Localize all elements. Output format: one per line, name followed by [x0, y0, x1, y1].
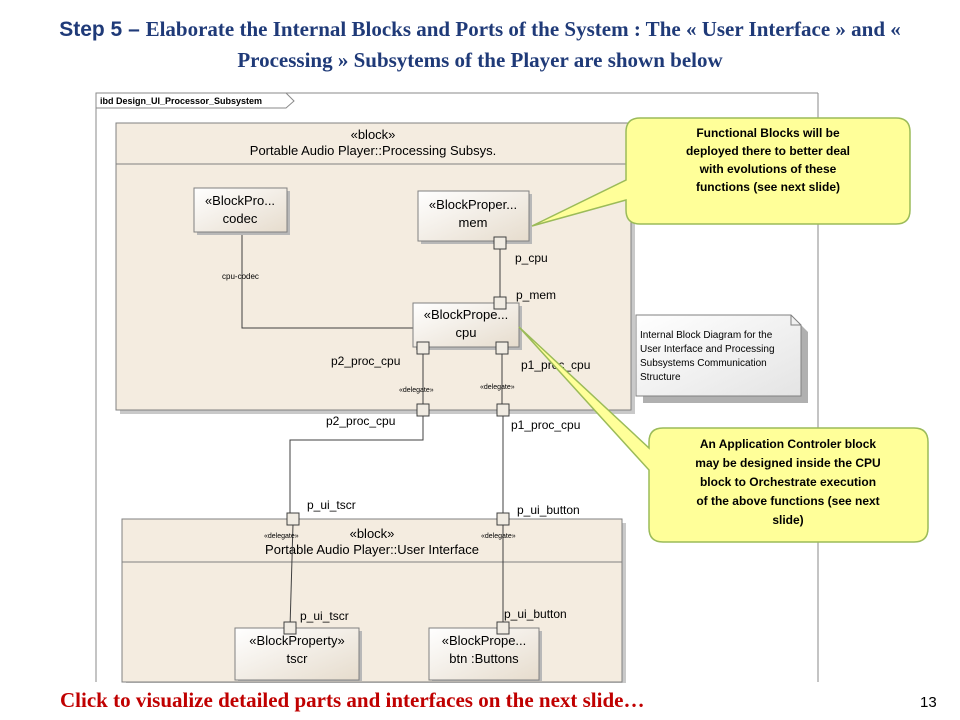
part-codec[interactable]: «BlockPro... codec: [193, 187, 290, 235]
slide-title-rest: Elaborate the Internal Blocks and Ports …: [145, 17, 901, 72]
port-p2-proc-cpu-outer[interactable]: [416, 403, 430, 417]
cpu-name: cpu: [456, 325, 477, 340]
delegate-label-1: «delegate»: [399, 387, 434, 394]
processing-subsystem-block[interactable]: «block» Portable Audio Player::Processin…: [115, 122, 635, 414]
callout-app-controller: An Application Controler block may be de…: [518, 326, 929, 543]
ui-name: Portable Audio Player::User Interface: [265, 542, 479, 557]
label-p-mem: p_mem: [516, 288, 556, 302]
tscr-name: tscr: [287, 651, 309, 666]
cpu-stereotype: «BlockPrope...: [424, 307, 509, 322]
note-line-1: Internal Block Diagram for the: [640, 330, 773, 341]
slide-title: Step 5 – Elaborate the Internal Blocks a…: [30, 14, 930, 76]
callout-app-line-4: of the above functions (see next: [696, 494, 879, 508]
port-p-ui-tscr-inner[interactable]: [283, 621, 297, 635]
processing-stereotype: «block»: [351, 127, 396, 142]
port-p-ui-button-outer[interactable]: [496, 512, 510, 526]
port-p2-proc-cpu-inner[interactable]: [416, 341, 430, 355]
callout-app-line-5: slide): [772, 513, 803, 527]
diagram-note: Internal Block Diagram for the User Inte…: [635, 314, 808, 403]
part-btn[interactable]: «BlockPrope... btn :Buttons: [428, 627, 542, 681]
next-slide-link[interactable]: Click to visualize detailed parts and in…: [60, 688, 645, 712]
callout-app-line-3: block to Orchestrate execution: [700, 475, 876, 489]
label-p-ui-button-outer: p_ui_button: [517, 503, 580, 517]
note-line-2: User Interface and Processing: [640, 344, 775, 355]
note-line-4: Structure: [640, 372, 681, 383]
mem-name: mem: [459, 215, 488, 230]
callout-functional-line-4: functions (see next slide): [696, 180, 840, 194]
page-number: 13: [920, 694, 937, 711]
callout-app-line-1: An Application Controler block: [700, 437, 877, 451]
callout-functional-blocks: Functional Blocks will be deployed there…: [531, 117, 911, 227]
delegate-label-2: «delegate»: [480, 384, 515, 391]
callout-functional-line-1: Functional Blocks will be: [696, 126, 840, 140]
callout-functional-line-2: deployed there to better deal: [686, 144, 850, 158]
delegate-label-3: «delegate»: [264, 533, 299, 540]
port-p-cpu[interactable]: [493, 236, 507, 250]
codec-name: codec: [223, 211, 258, 226]
port-p-ui-tscr-outer[interactable]: [286, 512, 300, 526]
label-p-ui-tscr-outer: p_ui_tscr: [307, 498, 356, 512]
connectors: [241, 232, 504, 629]
port-labels: p_cpu p_mem p2_proc_cpu p1_proc_cpu p2_p…: [300, 251, 590, 623]
label-p-ui-tscr-inner: p_ui_tscr: [300, 609, 349, 623]
callout-functional-line-3: with evolutions of these: [699, 162, 837, 176]
processing-name: Portable Audio Player::Processing Subsys…: [250, 143, 496, 158]
cpu-codec-connector-label: cpu-codec: [222, 272, 259, 281]
part-mem[interactable]: «BlockProper... mem: [417, 190, 532, 244]
tscr-stereotype: «BlockProperty»: [249, 633, 344, 648]
btn-stereotype: «BlockPrope...: [442, 633, 527, 648]
label-p-cpu: p_cpu: [515, 251, 548, 265]
port-p1-proc-cpu-outer[interactable]: [496, 403, 510, 417]
port-p-ui-button-inner[interactable]: [496, 621, 510, 635]
delegate-label-4: «delegate»: [481, 533, 516, 540]
callout-app-line-2: may be designed inside the CPU: [695, 456, 880, 470]
port-p-mem[interactable]: [493, 296, 507, 310]
ports: [283, 236, 510, 635]
part-cpu[interactable]: «BlockPrope... cpu: [412, 302, 522, 350]
ui-subsystem-block[interactable]: «block» Portable Audio Player::User Inte…: [121, 518, 626, 683]
btn-name: btn :Buttons: [449, 651, 519, 666]
port-p1-proc-cpu-inner[interactable]: [495, 341, 509, 355]
delegate-labels: «delegate» «delegate» «delegate» «delega…: [264, 384, 516, 540]
label-p1-proc-cpu-outer: p1_proc_cpu: [511, 418, 580, 432]
mem-stereotype: «BlockProper...: [429, 197, 517, 212]
frame-label: ibd Design_UI_Processor_Subsystem: [100, 96, 262, 106]
slide-title-lead: Step 5 –: [59, 18, 146, 41]
ui-stereotype: «block»: [350, 526, 395, 541]
note-line-3: Subsystems Communication: [640, 358, 767, 369]
label-p2-proc-cpu-inner: p2_proc_cpu: [331, 354, 400, 368]
label-p2-proc-cpu-outer: p2_proc_cpu: [326, 414, 395, 428]
codec-stereotype: «BlockPro...: [205, 193, 275, 208]
label-p-ui-button-inner: p_ui_button: [504, 607, 567, 621]
part-tscr[interactable]: «BlockProperty» tscr: [234, 627, 362, 681]
